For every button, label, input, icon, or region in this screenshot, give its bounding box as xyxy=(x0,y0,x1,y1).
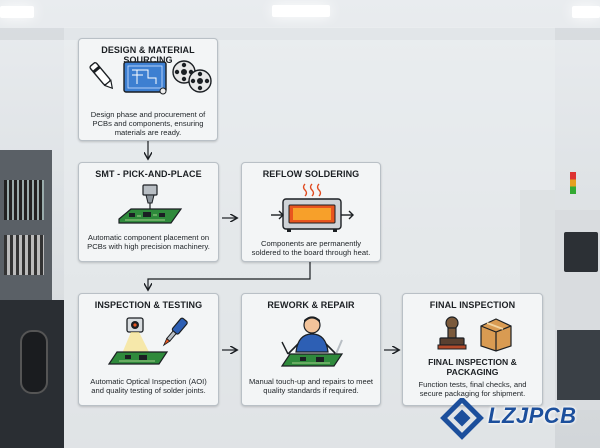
heat-waves-icon xyxy=(302,183,322,197)
logo-text: LZJPCB xyxy=(488,403,577,428)
ceiling-light xyxy=(272,5,330,17)
card-title: REWORK & REPAIR xyxy=(267,300,355,310)
signal-tower xyxy=(570,172,576,194)
card-reflow-soldering: REFLOW SOLDERING Components are permanen… xyxy=(241,162,381,262)
diamond-logo-icon xyxy=(440,398,484,440)
card-title: FINAL INSPECTION xyxy=(429,300,516,310)
card-description: Automatic Optical Inspection (AOI) and q… xyxy=(90,377,207,396)
stamp-icon xyxy=(437,316,467,350)
card-description: Manual touch-up and repairs to meet qual… xyxy=(248,377,374,396)
card-design-material-sourcing: DESIGN & MATERIAL SOURCING Design phase … xyxy=(78,38,218,141)
pcb-board-icon xyxy=(118,208,183,224)
technician-icon xyxy=(280,316,344,367)
left-machine xyxy=(0,150,52,300)
card-description: Components are permanently soldered to t… xyxy=(251,239,371,258)
soldering-iron-icon xyxy=(162,317,188,347)
component-reels-icon xyxy=(172,60,212,93)
card-rework-repair: REWORK & REPAIR Manual touch-up and repa… xyxy=(241,293,381,406)
pcb-board-icon xyxy=(107,351,169,365)
right-machine-screen xyxy=(564,232,598,272)
card-title: REFLOW SOLDERING xyxy=(262,169,360,179)
reflow-oven-icon xyxy=(271,183,354,232)
blueprint-icon xyxy=(123,61,167,95)
card-subtitle: FINAL INSPECTION & PACKAGING xyxy=(428,357,517,377)
card-title: SMT - PICK-AND-PLACE xyxy=(95,169,202,179)
arrow-reflow-to-inspection xyxy=(148,262,311,289)
ceiling-light xyxy=(0,6,34,18)
card-final-inspection: FINAL INSPECTION FINAL INSPECTION & PACK… xyxy=(402,293,543,406)
shipping-box-icon xyxy=(480,318,512,352)
camera-icon xyxy=(121,317,151,356)
pick-and-place-head-icon xyxy=(118,184,183,224)
pen-icon xyxy=(89,62,114,90)
card-description: Function tests, final checks, and secure… xyxy=(418,380,527,399)
card-description: Design phase and procurement of PCBs and… xyxy=(90,110,206,138)
card-smt-pick-and-place: SMT - PICK-AND-PLACE Automatic component… xyxy=(78,162,219,262)
card-inspection-testing: INSPECTION & TESTING Automatic Optical I… xyxy=(78,293,219,406)
pcb-board-icon xyxy=(280,353,344,367)
ceiling-light xyxy=(572,6,600,18)
left-machine-reels xyxy=(4,180,44,220)
card-description: Automatic component placement on PCBs wi… xyxy=(87,233,210,252)
left-machine-reel xyxy=(20,330,48,394)
left-machine-feeders xyxy=(4,235,44,275)
right-machine-lower xyxy=(557,330,600,400)
card-title: INSPECTION & TESTING xyxy=(94,300,203,310)
brand-logo: LZJPCB xyxy=(440,398,600,440)
card-title: DESIGN & MATERIAL SOURCING xyxy=(101,45,195,65)
